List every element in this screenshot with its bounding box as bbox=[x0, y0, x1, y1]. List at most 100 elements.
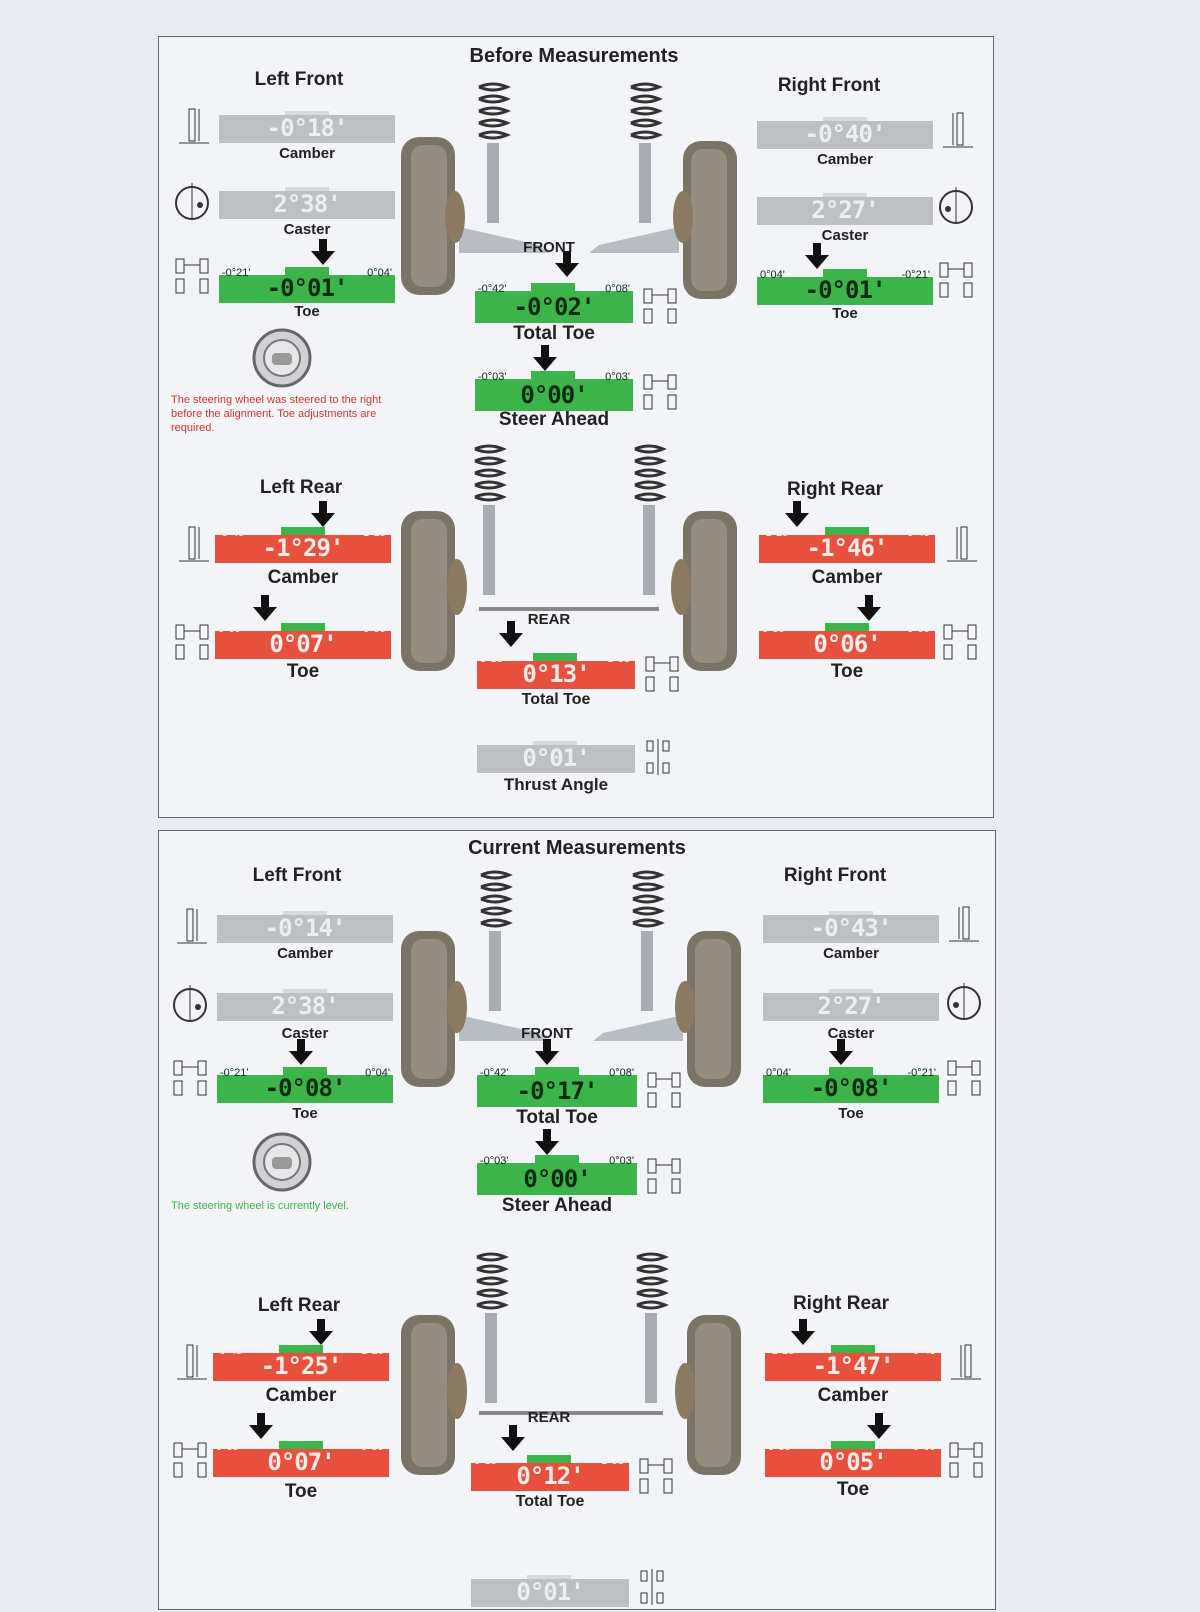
panel-title: Current Measurements bbox=[468, 837, 686, 859]
lr-toe-max: 0°59' bbox=[363, 623, 388, 635]
steering-note: The steering wheel was steered to the ri… bbox=[171, 394, 382, 434]
thrust-angle-value: 0°01' bbox=[516, 1578, 584, 1606]
steer-ahead-icon bbox=[641, 371, 679, 416]
rr-camber-label: Camber bbox=[817, 1385, 889, 1406]
camber-icon bbox=[949, 1341, 983, 1386]
camber-icon bbox=[945, 523, 979, 568]
lf-toe-min: -0°21' bbox=[220, 1067, 249, 1079]
lf-toe-gauge: -0°21' 0°04' -0°08' bbox=[217, 1067, 393, 1103]
rr-camber-arrow-icon bbox=[791, 1319, 815, 1345]
rear-total-toe-gauge: 0°18' 1°58' 0°12' bbox=[471, 1455, 629, 1491]
thrust-angle-value: 0°01' bbox=[522, 744, 590, 772]
total-toe-icon bbox=[637, 1455, 675, 1500]
rf-caster-label: Caster bbox=[821, 227, 869, 244]
lr-camber-value: -1°25' bbox=[260, 1352, 343, 1380]
lf-caster-gauge: 2°38' bbox=[217, 985, 393, 1021]
rr-toe-arrow-icon bbox=[867, 1413, 891, 1439]
rr-camber-max: -0°45' bbox=[909, 1345, 938, 1357]
lr-toe-max: 0°59' bbox=[361, 1441, 386, 1453]
steer-ahead-max: 0°03' bbox=[609, 1155, 634, 1167]
rf-camber-gauge: -0°40' bbox=[757, 113, 933, 149]
steering-wheel-icon bbox=[251, 1131, 313, 1198]
caster-icon bbox=[171, 983, 209, 1028]
lr-camber-min: -0°45' bbox=[218, 527, 247, 539]
lr-toe-arrow-icon bbox=[249, 1413, 273, 1439]
rf-toe-gauge: 0°04' -0°21' -0°01' bbox=[757, 269, 933, 305]
rf-camber-gauge: -0°43' bbox=[763, 907, 939, 943]
lf-caster-value: 2°38' bbox=[273, 190, 341, 218]
right-rear-heading: Right Rear bbox=[786, 479, 884, 500]
lf-toe-max: 0°04' bbox=[365, 1067, 390, 1079]
camber-icon bbox=[941, 109, 975, 154]
toe-icon bbox=[171, 1439, 209, 1484]
steer-ahead-icon bbox=[645, 1155, 683, 1200]
total-toe-icon bbox=[645, 1069, 683, 1114]
rf-toe-arrow-icon bbox=[829, 1039, 853, 1065]
rr-camber-min: -1°25' bbox=[762, 527, 791, 539]
rr-camber-value: -1°46' bbox=[806, 534, 889, 562]
rear-total-toe-gauge: 0°18' 1°58' 0°13' bbox=[477, 653, 635, 689]
steer-ahead-max: 0°03' bbox=[605, 371, 630, 383]
rf-caster-value: 2°27' bbox=[811, 196, 879, 224]
lr-toe-label: Toe bbox=[286, 661, 320, 682]
lr-camber-value: -1°29' bbox=[262, 534, 345, 562]
rf-caster-gauge: 2°27' bbox=[763, 985, 939, 1021]
lr-toe-min: 0°09' bbox=[216, 1441, 241, 1453]
steer-ahead-value: 0°00' bbox=[520, 381, 588, 409]
lr-toe-label: Toe bbox=[284, 1481, 318, 1502]
steer-ahead-label: Steer Ahead bbox=[501, 1195, 613, 1216]
camber-icon bbox=[175, 1341, 209, 1386]
right-front-heading: Right Front bbox=[783, 865, 887, 886]
front-total-toe-max: 0°08' bbox=[605, 283, 630, 295]
toe-icon bbox=[947, 1439, 985, 1484]
lr-toe-min: 0°09' bbox=[218, 623, 243, 635]
lf-camber-gauge: -0°18' bbox=[219, 107, 395, 143]
rr-toe-value: 0°05' bbox=[819, 1448, 887, 1476]
rear-axle-label: REAR bbox=[527, 611, 571, 628]
lf-toe-value: -0°01' bbox=[266, 274, 349, 302]
steer-ahead-arrow-icon bbox=[535, 1129, 559, 1155]
steer-ahead-label: Steer Ahead bbox=[498, 409, 610, 430]
lr-camber-label: Camber bbox=[265, 1385, 337, 1406]
lf-caster-gauge: 2°38' bbox=[219, 183, 395, 219]
steer-ahead-min: -0°03' bbox=[478, 371, 507, 383]
rr-camber-gauge: -1°25' -0°45' -1°46' bbox=[759, 527, 935, 563]
lf-caster-label: Caster bbox=[283, 221, 331, 238]
thrust-angle-label: Thrust Angle bbox=[503, 775, 609, 794]
rf-toe-label: Toe bbox=[838, 1105, 864, 1122]
front-total-toe-gauge: -0°42' 0°08' -0°17' bbox=[477, 1067, 637, 1107]
steer-ahead-gauge: -0°03' 0°03' 0°00' bbox=[475, 371, 633, 411]
front-total-toe-min: -0°42' bbox=[478, 283, 507, 295]
lf-toe-value: -0°08' bbox=[264, 1074, 347, 1102]
lr-camber-gauge: -0°45' -1°25' -1°29' bbox=[215, 527, 391, 563]
camber-icon bbox=[947, 903, 981, 948]
lf-camber-value: -0°18' bbox=[266, 114, 349, 142]
rr-camber-gauge: -1°25' -0°45' -1°47' bbox=[765, 1345, 941, 1381]
front-total-toe-min: -0°42' bbox=[480, 1067, 509, 1079]
front-suspension-illustration bbox=[399, 861, 743, 1091]
rr-camber-min: -1°25' bbox=[768, 1345, 797, 1357]
rf-toe-label: Toe bbox=[832, 305, 858, 322]
camber-icon bbox=[175, 905, 209, 950]
lf-toe-arrow-icon bbox=[311, 239, 335, 265]
lf-toe-gauge: -0°21' 0°04' -0°01' bbox=[219, 267, 395, 303]
lf-toe-min: -0°21' bbox=[222, 267, 251, 279]
toe-icon bbox=[173, 621, 211, 666]
front-total-toe-arrow-icon bbox=[535, 1039, 559, 1065]
front-total-toe-value: -0°17' bbox=[516, 1077, 599, 1105]
right-front-heading: Right Front bbox=[777, 75, 881, 96]
rear-suspension-illustration bbox=[399, 437, 739, 677]
camber-icon bbox=[177, 523, 211, 568]
rr-camber-value: -1°47' bbox=[812, 1352, 895, 1380]
rr-toe-min: 0°59' bbox=[768, 1441, 793, 1453]
thrust-angle-icon bbox=[643, 737, 673, 782]
panel-title: Before Measurements bbox=[469, 45, 679, 67]
left-front-heading: Left Front bbox=[252, 865, 342, 886]
toe-icon bbox=[945, 1057, 983, 1102]
front-total-toe-max: 0°08' bbox=[609, 1067, 634, 1079]
rr-toe-max: 0°09' bbox=[913, 1441, 938, 1453]
rr-toe-label: Toe bbox=[836, 1479, 870, 1500]
toe-icon bbox=[941, 621, 979, 666]
rf-camber-label: Camber bbox=[817, 151, 873, 168]
left-front-heading: Left Front bbox=[254, 69, 344, 90]
